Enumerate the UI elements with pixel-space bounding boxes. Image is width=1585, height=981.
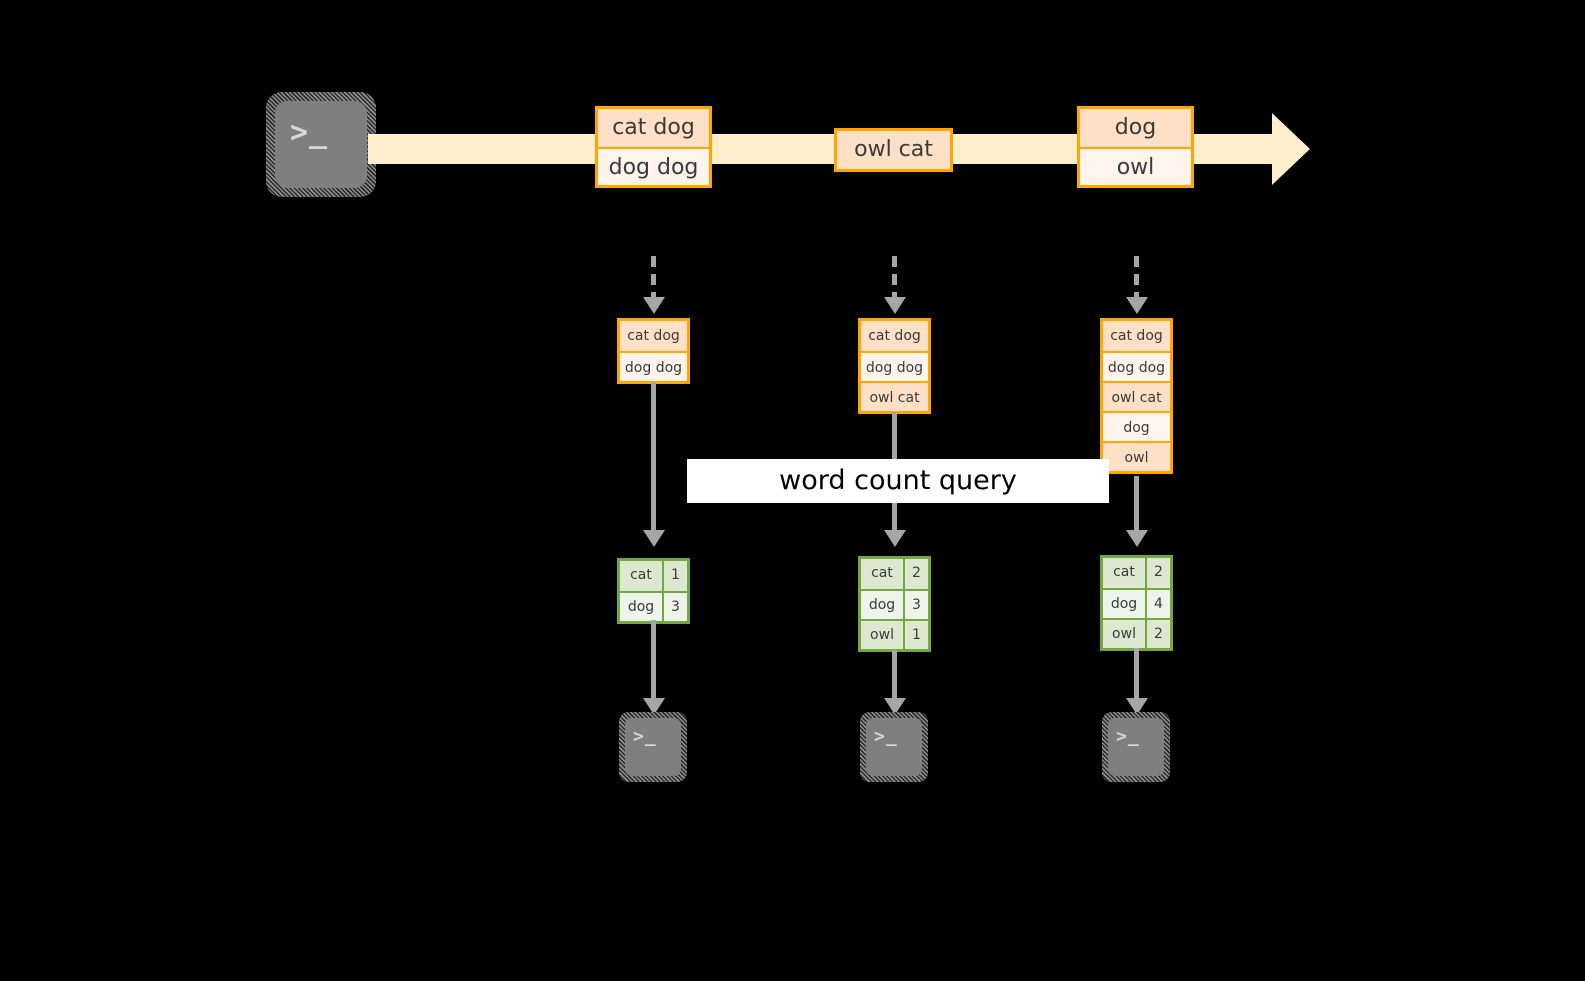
consumer-terminal-icon-1: >_ bbox=[619, 712, 687, 782]
result-word-cell: dog bbox=[861, 591, 905, 619]
stack-row: owl cat bbox=[861, 381, 928, 411]
stack-row: cat dog bbox=[861, 321, 928, 351]
result-count-cell: 1 bbox=[671, 567, 680, 583]
stream-message-line: owl cat bbox=[837, 131, 950, 169]
stack-to-result-arrowhead-2 bbox=[884, 530, 906, 547]
stream-message-line: dog dog bbox=[598, 147, 709, 185]
result-count-cell: 2 bbox=[912, 565, 921, 581]
result-row: cat 2 bbox=[861, 559, 928, 589]
stack-row: owl cat bbox=[1103, 381, 1170, 411]
result-word-cell: cat bbox=[620, 561, 664, 591]
stream-to-stack-arrowhead-2 bbox=[884, 297, 906, 314]
stream-message-2: owl cat bbox=[834, 128, 953, 172]
result-count-cell: 3 bbox=[912, 597, 921, 613]
result-to-consumer-arrow-shaft-2 bbox=[892, 650, 897, 700]
stream-message-line: dog bbox=[1080, 109, 1191, 147]
result-count-cell: 3 bbox=[671, 599, 680, 615]
result-row: owl 1 bbox=[861, 619, 928, 649]
stack-to-result-arrow-shaft-1 bbox=[651, 382, 656, 532]
consumer-terminal-icon-2: >_ bbox=[860, 712, 928, 782]
terminal-prompt-glyph: >_ bbox=[874, 726, 898, 747]
accumulated-stack-1: cat dog dog dog bbox=[617, 318, 690, 384]
stack-row: dog dog bbox=[620, 351, 687, 381]
stack-to-result-arrowhead-3 bbox=[1126, 530, 1148, 547]
result-row: cat 1 bbox=[620, 561, 687, 591]
accumulated-stack-2: cat dog dog dog owl cat bbox=[858, 318, 931, 414]
terminal-inner-surface bbox=[625, 718, 681, 776]
result-row: dog 4 bbox=[1103, 588, 1170, 618]
stack-to-result-arrow-shaft-3 bbox=[1134, 476, 1139, 532]
stream-message-line: cat dog bbox=[598, 109, 709, 147]
terminal-inner-surface bbox=[866, 718, 922, 776]
result-row: owl 2 bbox=[1103, 618, 1170, 648]
terminal-prompt-glyph: >_ bbox=[290, 115, 329, 150]
stack-row: dog bbox=[1103, 411, 1170, 441]
result-to-consumer-arrow-shaft-1 bbox=[651, 620, 656, 700]
result-word-cell: dog bbox=[1103, 590, 1147, 618]
result-row: cat 2 bbox=[1103, 558, 1170, 588]
result-count-cell: 2 bbox=[1154, 626, 1163, 642]
terminal-inner-surface bbox=[1108, 718, 1164, 776]
query-label: word count query bbox=[687, 459, 1109, 503]
stream-to-stack-arrow-shaft-2 bbox=[892, 256, 897, 298]
result-to-consumer-arrow-shaft-3 bbox=[1134, 648, 1139, 700]
result-count-cell: 2 bbox=[1154, 564, 1163, 580]
accumulated-stack-3: cat dog dog dog owl cat dog owl bbox=[1100, 318, 1173, 474]
result-row: dog 3 bbox=[861, 589, 928, 619]
stream-arrowhead-icon bbox=[1272, 113, 1310, 185]
result-count-cell: 4 bbox=[1154, 596, 1163, 612]
stream-to-stack-arrowhead-3 bbox=[1126, 297, 1148, 314]
producer-terminal-icon: >_ bbox=[266, 92, 376, 197]
result-to-consumer-arrowhead-3 bbox=[1126, 698, 1148, 715]
stack-row: cat dog bbox=[620, 321, 687, 351]
result-to-consumer-arrowhead-1 bbox=[643, 698, 665, 715]
terminal-prompt-glyph: >_ bbox=[1116, 726, 1140, 747]
stack-row: owl bbox=[1103, 441, 1170, 471]
result-count-cell: 1 bbox=[912, 627, 921, 643]
stack-row: cat dog bbox=[1103, 321, 1170, 351]
terminal-inner-surface bbox=[275, 101, 367, 188]
result-word-cell: owl bbox=[861, 621, 905, 649]
stream-message-line: owl bbox=[1080, 147, 1191, 185]
result-table-3: cat 2 dog 4 owl 2 bbox=[1100, 555, 1173, 651]
stack-row: dog dog bbox=[1103, 351, 1170, 381]
stream-to-stack-arrow-shaft-3 bbox=[1134, 256, 1139, 298]
stream-to-stack-arrow-shaft-1 bbox=[651, 256, 656, 298]
result-word-cell: cat bbox=[1103, 558, 1147, 588]
terminal-prompt-glyph: >_ bbox=[633, 726, 657, 747]
stack-row: dog dog bbox=[861, 351, 928, 381]
stream-message-3: dog owl bbox=[1077, 106, 1194, 188]
result-word-cell: cat bbox=[861, 559, 905, 589]
consumer-terminal-icon-3: >_ bbox=[1102, 712, 1170, 782]
result-word-cell: dog bbox=[620, 593, 664, 621]
stream-message-1: cat dog dog dog bbox=[595, 106, 712, 188]
stack-to-result-arrowhead-1 bbox=[643, 530, 665, 547]
result-table-2: cat 2 dog 3 owl 1 bbox=[858, 556, 931, 652]
result-word-cell: owl bbox=[1103, 620, 1147, 648]
stream-to-stack-arrowhead-1 bbox=[643, 297, 665, 314]
result-table-1: cat 1 dog 3 bbox=[617, 558, 690, 624]
result-row: dog 3 bbox=[620, 591, 687, 621]
result-to-consumer-arrowhead-2 bbox=[884, 698, 906, 715]
